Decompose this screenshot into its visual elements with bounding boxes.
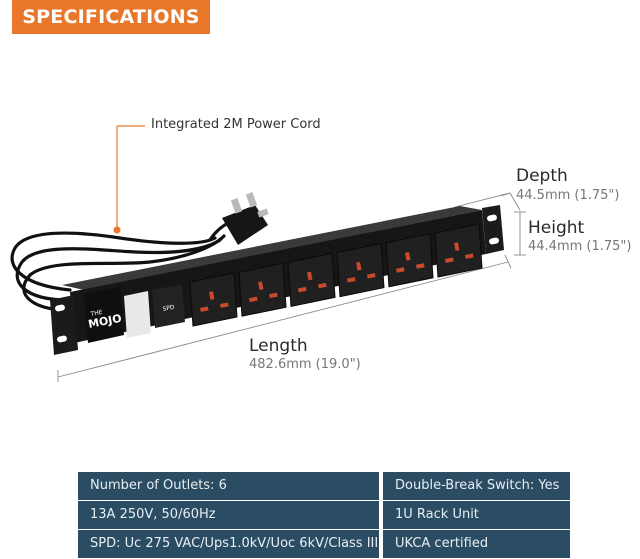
depth-value: 44.5mm (1.75") [516, 188, 620, 203]
spec-cell-right: UKCA certified [383, 530, 570, 558]
height-dimension [514, 211, 526, 256]
brand-text: MOJO [87, 312, 123, 331]
depth-label: Depth [516, 166, 568, 186]
length-label: Length [249, 336, 308, 356]
spec-cell-right: 1U Rack Unit [383, 501, 570, 529]
power-switch: SPD [124, 284, 185, 338]
height-label: Height [528, 218, 585, 238]
height-value: 44.4mm (1.75") [528, 239, 632, 254]
uk-plug-icon [222, 192, 269, 245]
socket-outlet [238, 262, 287, 317]
switch-label: SPD [162, 304, 176, 313]
length-dimension [57, 254, 512, 382]
power-cord [10, 220, 232, 312]
spec-cell-left: SPD: Uc 275 VAC/Ups1.0kV/Uoc 6kV/Class I… [78, 530, 379, 558]
depth-dimension [454, 192, 521, 211]
socket-outlet [434, 223, 483, 278]
socket-outlet [385, 233, 434, 288]
spec-row: SPD: Uc 275 VAC/Ups1.0kV/Uoc 6kV/Class I… [78, 530, 570, 558]
brand-small-text: THE [89, 309, 103, 318]
socket-outlet [287, 252, 336, 308]
spec-cell-left: 13A 250V, 50/60Hz [78, 501, 379, 529]
pdu-product-image: THE MOJO SPD [10, 125, 526, 382]
spec-cell-right: Double-Break Switch: Yes [383, 472, 570, 500]
length-value: 482.6mm (19.0") [249, 357, 361, 372]
cord-callout-line [113, 125, 145, 234]
socket-outlet [336, 242, 385, 298]
socket-outlet [189, 272, 238, 327]
socket-outlets [189, 223, 483, 327]
specifications-banner: SPECIFICATIONS [12, 0, 210, 34]
mojo-logo: THE MOJO [84, 287, 124, 343]
spec-cell-left: Number of Outlets: 6 [78, 472, 379, 500]
cord-callout-label: Integrated 2M Power Cord [151, 117, 321, 132]
